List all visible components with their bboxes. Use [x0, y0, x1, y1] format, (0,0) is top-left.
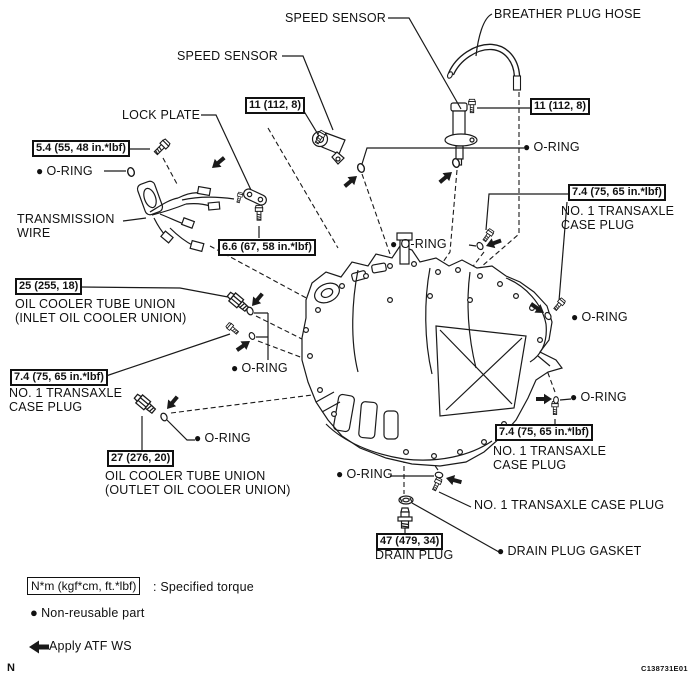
torque-box-outlet-union: 27 (276, 20) [107, 450, 175, 467]
speed-sensor-right-part [444, 102, 478, 166]
torque-box-lock-plate-bolt: 6.6 (67, 58 in.*lbf) [218, 239, 316, 256]
label-o-ring-2: ●O-RING [523, 140, 580, 154]
speed-sensor-left-part [311, 130, 346, 165]
outlet-union-icon [131, 391, 158, 416]
non-reusable-dot: ● [231, 361, 239, 375]
figure-code: C138731E01 [641, 664, 688, 673]
label-speed-sensor-left: SPEED SENSOR [177, 49, 279, 63]
apply-atf-arrow-icon [436, 168, 456, 187]
label-o-ring-3: ●O-RING [390, 237, 447, 251]
label-no1-case-plug-bottom: NO. 1 TRANSAXLE CASE PLUG [474, 498, 665, 512]
legend-non-reusable: ●Non-reusable part [30, 605, 145, 621]
non-reusable-dot: ● [523, 140, 531, 154]
label-o-ring-1: ●O-RING [36, 164, 93, 178]
non-reusable-dot: ● [194, 431, 202, 445]
label-transmission-wire: TRANSMISSION WIRE [17, 212, 115, 240]
label-no1-case-plug-lower-right: NO. 1 TRANSAXLE CASE PLUG [493, 444, 607, 472]
legend-torque-key-box: N*m (kgf*cm, ft.*lbf) [27, 577, 141, 595]
apply-atf-arrow-icon [341, 172, 361, 191]
lock-plate-part [235, 188, 267, 206]
label-breather-plug-hose: BREATHER PLUG HOSE [494, 7, 642, 21]
breather-hose-drawing [446, 43, 522, 91]
case-plug-icon [430, 476, 443, 492]
label-o-ring-6: ●O-RING [194, 431, 251, 445]
legend-apply-atf-arrow-icon [29, 640, 49, 654]
apply-atf-arrow-icon [536, 393, 552, 405]
torque-box-drain-plug: 47 (479, 34) [376, 533, 444, 550]
apply-atf-arrow-icon [208, 153, 228, 172]
label-o-ring-8: ●O-RING [336, 467, 393, 481]
label-lock-plate: LOCK PLATE [122, 108, 201, 122]
torque-box-case-plug-lower-right: 7.4 (75, 65 in.*lbf) [495, 424, 593, 441]
transmission-wire-drawing [136, 180, 235, 253]
non-reusable-dot: ● [36, 164, 44, 178]
non-reusable-dot: ● [497, 544, 505, 558]
drain-plug-gasket-icon [398, 495, 414, 505]
non-reusable-dot: ● [571, 310, 579, 324]
label-o-ring-5: ●O-RING [571, 310, 628, 324]
label-o-ring-4: ●O-RING [231, 361, 288, 375]
label-speed-sensor-top: SPEED SENSOR [285, 11, 387, 25]
drain-plug-icon [397, 507, 413, 529]
apply-atf-arrow-icon [233, 336, 253, 355]
label-drain-plug: DRAIN PLUG [375, 548, 454, 562]
case-plug-icon [481, 227, 495, 243]
transaxle-body-drawing [301, 232, 564, 467]
non-reusable-dot: ● [390, 237, 398, 251]
bolt-icon [254, 204, 264, 221]
non-reusable-dot: ● [570, 390, 578, 404]
fastener-parts [131, 98, 567, 529]
torque-box-case-plug-left: 7.4 (75, 65 in.*lbf) [10, 369, 108, 386]
apply-atf-arrow-icon [163, 393, 182, 413]
label-no1-case-plug-upper-right: NO. 1 TRANSAXLE CASE PLUG [561, 204, 675, 232]
torque-box-case-plug-upper-right: 7.4 (75, 65 in.*lbf) [568, 184, 666, 201]
non-reusable-dot: ● [336, 467, 344, 481]
torque-box-inlet-union: 25 (255, 18) [15, 278, 83, 295]
label-no1-case-plug-left: NO. 1 TRANSAXLE CASE PLUG [9, 386, 123, 414]
apply-atf-arrow-icon [248, 290, 267, 310]
label-inlet-union: OIL COOLER TUBE UNION (INLET OIL COOLER … [15, 297, 187, 325]
bolt-icon [468, 98, 476, 114]
legend-torque-desc: : Specified torque [153, 580, 254, 594]
case-plug-icon [225, 321, 240, 336]
label-drain-plug-gasket: ●DRAIN PLUG GASKET [497, 544, 642, 558]
torque-box-speed-sensor-right: 11 (112, 8) [530, 98, 590, 115]
apply-atf-arrow-icon [444, 472, 463, 488]
legend-apply-atf: Apply ATF WS [49, 639, 132, 653]
label-outlet-union: OIL COOLER TUBE UNION (OUTLET OIL COOLER… [105, 469, 291, 497]
label-o-ring-7: ●O-RING [570, 390, 627, 404]
page-marker: N [7, 662, 15, 674]
torque-box-wire-bolt: 5.4 (55, 48 in.*lbf) [32, 140, 130, 157]
case-plug-icon [552, 297, 567, 312]
bolt-icon [152, 137, 172, 157]
non-reusable-dot: ● [30, 605, 39, 620]
torque-box-speed-sensor-left: 11 (112, 8) [245, 97, 305, 114]
